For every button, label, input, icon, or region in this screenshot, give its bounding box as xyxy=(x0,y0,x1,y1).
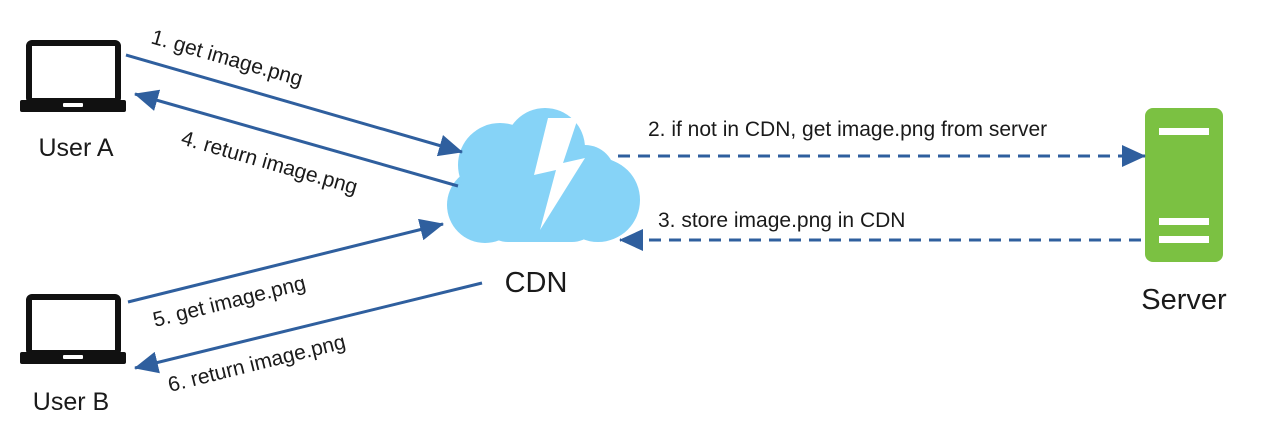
edge-label-step3: 3. store image.png in CDN xyxy=(658,209,905,232)
edge-label-step5: 5. get image.png xyxy=(151,272,308,332)
edge-label-step4: 4. return image.png xyxy=(179,127,360,199)
arrow-step1 xyxy=(125,53,463,157)
edge-label-step6: 6. return image.png xyxy=(166,330,348,396)
edge-label-step2: 2. if not in CDN, get image.png from ser… xyxy=(648,118,1047,141)
arrow-step5 xyxy=(127,218,444,304)
arrow-step6 xyxy=(134,281,483,374)
server-label: Server xyxy=(1141,284,1227,316)
edge-label-step1: 1. get image.png xyxy=(149,26,306,91)
cloud-lightning-icon xyxy=(447,108,640,243)
cdn-label: CDN xyxy=(505,267,568,299)
server-icon xyxy=(1145,108,1223,262)
user-b-label: User B xyxy=(33,388,109,416)
laptop-icon xyxy=(20,40,126,112)
user-a-label: User A xyxy=(38,134,113,162)
laptop-icon xyxy=(20,294,126,364)
arrow-step4 xyxy=(134,89,459,188)
